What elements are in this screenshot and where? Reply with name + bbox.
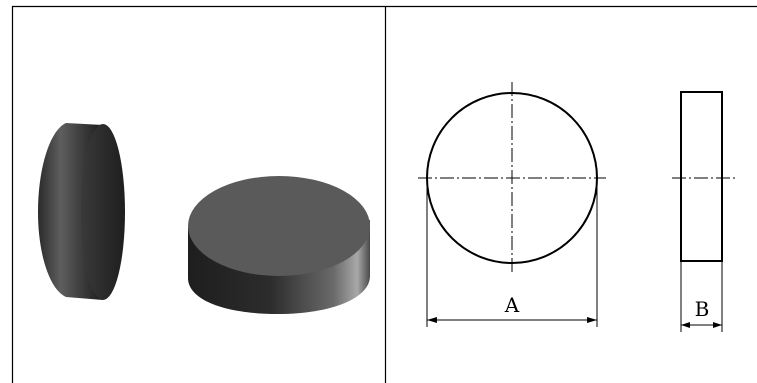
side-view: [672, 91, 738, 332]
dimension-label-b: B: [695, 297, 710, 321]
arrow-b-left: [681, 322, 690, 328]
front-view: [418, 82, 606, 327]
arrow-a-left: [427, 317, 437, 323]
arrow-a-right: [587, 317, 597, 323]
disc-render-flat: [188, 176, 370, 314]
side-view-rect: [680, 91, 723, 262]
frame: [11, 5, 757, 383]
disc-upright-face: [81, 124, 125, 300]
disc-render-upright: [38, 123, 125, 300]
dimension-label-a: A: [504, 293, 520, 317]
disc-flat-face: [188, 176, 370, 276]
arrow-b-right: [713, 322, 722, 328]
